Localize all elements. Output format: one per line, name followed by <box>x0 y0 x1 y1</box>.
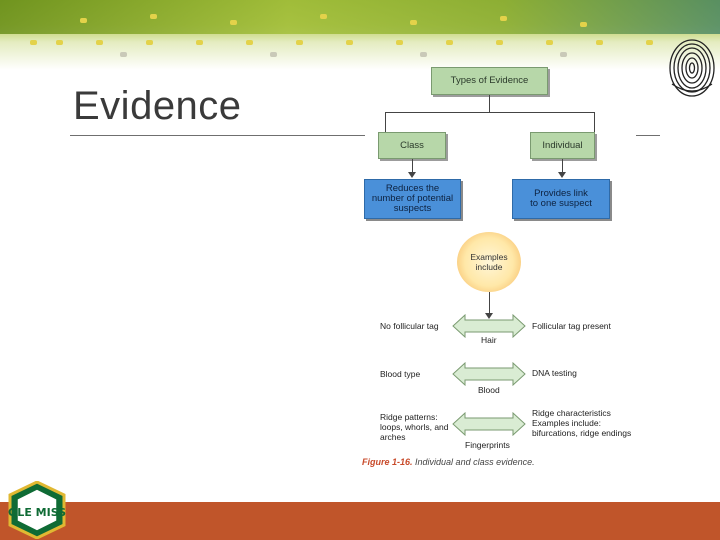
figure-caption: Figure 1-16. Individual and class eviden… <box>362 457 535 467</box>
hair-category: Hair <box>481 335 497 345</box>
examples-node: Examples include <box>457 232 521 292</box>
hair-class-example: No follicular tag <box>380 321 439 331</box>
class-description-node: Reduces the number of potential suspects <box>364 179 461 219</box>
arrow-down-icon <box>408 172 416 178</box>
banner-dot <box>420 52 427 57</box>
logo-text: OLE MISS <box>8 506 66 519</box>
examples-label: Examples include <box>470 252 508 272</box>
banner-dot <box>546 40 553 45</box>
banner-dot <box>80 18 87 23</box>
connector <box>562 159 563 173</box>
banner-dot <box>410 20 417 25</box>
arrow-down-icon <box>558 172 566 178</box>
banner-dot <box>596 40 603 45</box>
banner-dot <box>396 40 403 45</box>
banner-dot <box>96 40 103 45</box>
banner-dot <box>296 40 303 45</box>
connector <box>412 159 413 173</box>
banner-dot <box>120 52 127 57</box>
individual-description-node: Provides link to one suspect <box>512 179 610 219</box>
banner-dot <box>446 40 453 45</box>
blood-class-example: Blood type <box>380 369 421 379</box>
root-label: Types of Evidence <box>450 75 529 86</box>
connector <box>489 95 490 112</box>
banner-dot <box>346 40 353 45</box>
banner-dot <box>500 16 507 21</box>
banner-gradient <box>0 0 720 34</box>
banner-dot <box>146 40 153 45</box>
individual-node: Individual <box>530 132 595 159</box>
school-logo: OLE MISS <box>8 481 66 539</box>
double-arrow-icon <box>452 314 526 338</box>
hair-individual-example: Follicular tag present <box>532 321 611 331</box>
fingerprints-category: Fingerprints <box>465 440 510 450</box>
slide-title: Evidence <box>73 84 242 128</box>
root-node: Types of Evidence <box>431 67 548 95</box>
banner-dot <box>196 40 203 45</box>
banner-dot <box>270 52 277 57</box>
connector <box>385 112 595 113</box>
class-node: Class <box>378 132 446 159</box>
banner-dot <box>580 22 587 27</box>
banner-dot <box>496 40 503 45</box>
title-underline-right <box>636 135 660 136</box>
banner-dot <box>56 40 63 45</box>
connector <box>489 292 490 314</box>
banner-dot <box>246 40 253 45</box>
fingerprint-icon <box>669 39 715 97</box>
individual-description: Provides link to one suspect <box>530 188 592 209</box>
figure-number: Figure 1-16. <box>362 457 413 467</box>
connector <box>385 112 386 132</box>
class-description: Reduces the number of potential suspects <box>371 183 454 214</box>
blood-category: Blood <box>478 385 500 395</box>
fingerprints-class-example: Ridge patterns: loops, whorls, and arche… <box>380 412 449 442</box>
banner-dot <box>230 20 237 25</box>
blood-individual-example: DNA testing <box>532 368 577 378</box>
arrow-down-icon <box>485 313 493 319</box>
figure-text: Individual and class evidence. <box>415 457 535 467</box>
fingerprints-individual-example: Ridge characteristics Examples include: … <box>532 408 632 438</box>
header-banner <box>0 0 720 70</box>
banner-dot <box>150 14 157 19</box>
banner-dot <box>30 40 37 45</box>
banner-dot <box>320 14 327 19</box>
connector <box>594 112 595 132</box>
banner-dot <box>646 40 653 45</box>
banner-dot <box>560 52 567 57</box>
double-arrow-icon <box>452 412 526 436</box>
double-arrow-icon <box>452 362 526 386</box>
class-label: Class <box>400 139 424 151</box>
footer-bar <box>0 502 720 540</box>
title-underline <box>70 135 365 136</box>
individual-label: Individual <box>542 139 583 151</box>
